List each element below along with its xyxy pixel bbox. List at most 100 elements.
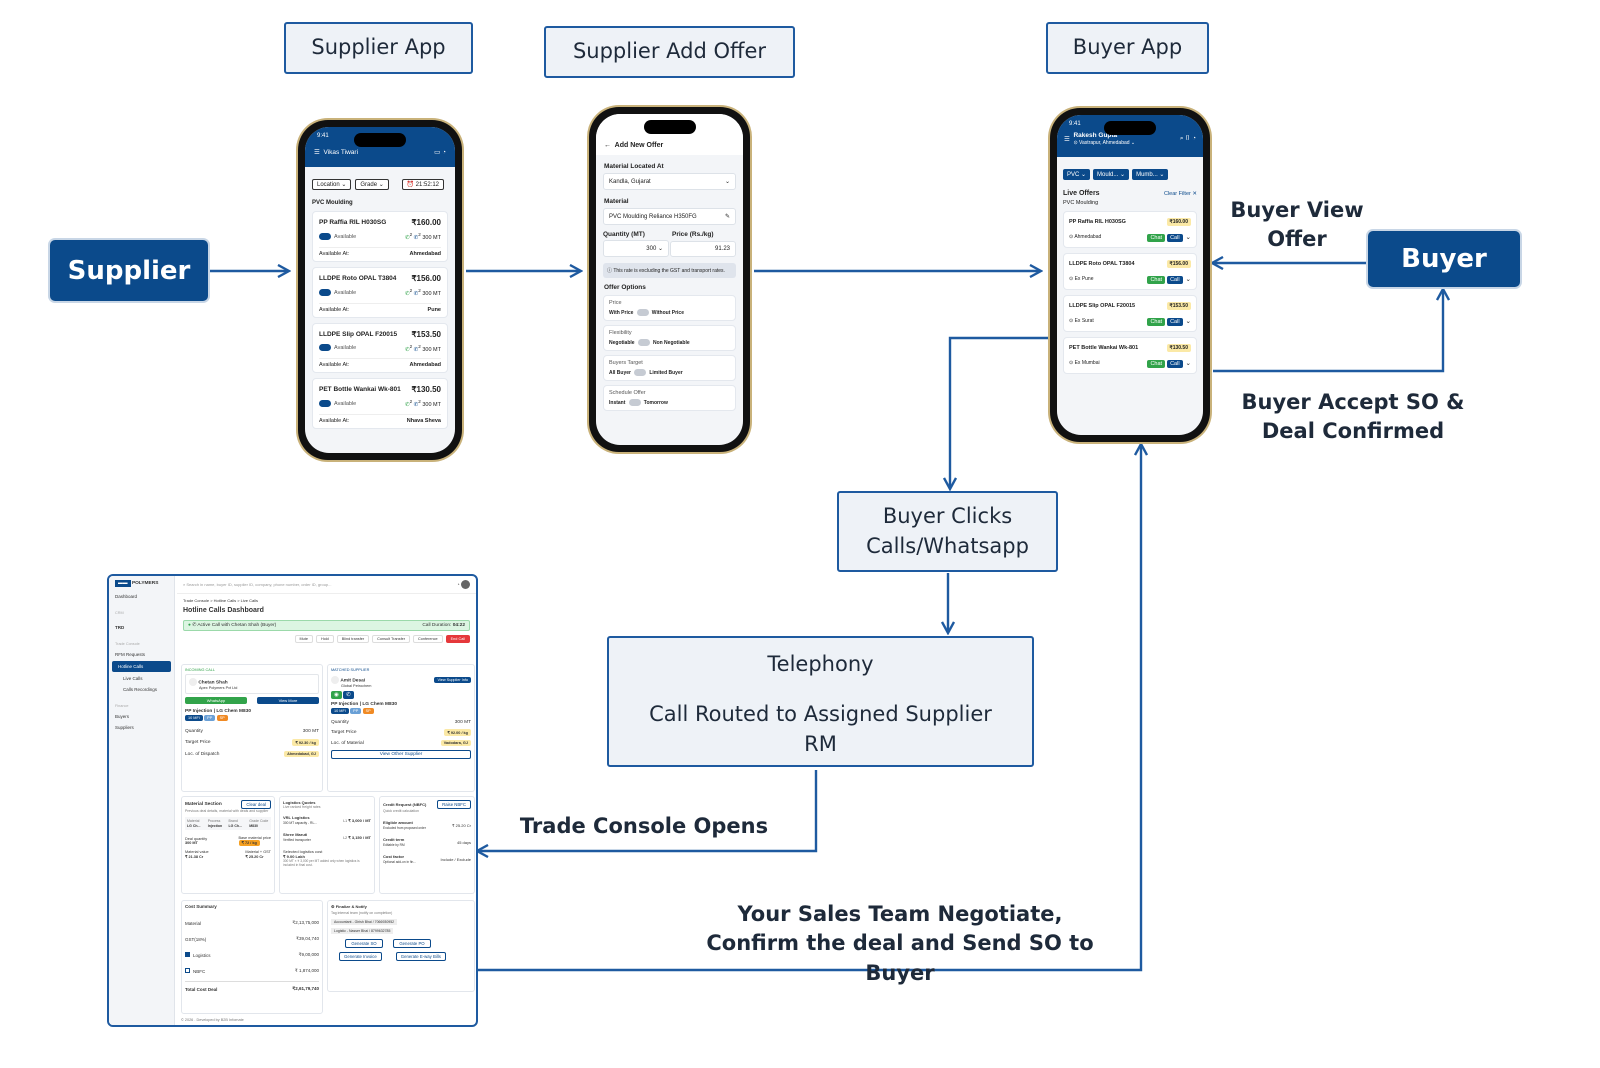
call-control-button[interactable]: Mute — [294, 635, 313, 643]
chip-moulding[interactable]: Mould... ⌄ — [1093, 169, 1130, 180]
tag: 10 MFI — [185, 715, 203, 721]
sidebar-item[interactable]: Suppliers — [115, 725, 134, 730]
clear-filter-link[interactable]: Clear Filter ✕ — [1164, 191, 1197, 197]
checkbox-checked[interactable] — [185, 952, 190, 957]
eligible-sub: Excluded from proposed order — [383, 826, 426, 830]
sidebar-item[interactable]: Calls Recordings — [123, 687, 158, 692]
team-tag[interactable]: Logistic - Nasser Bhai / 8799632785 — [331, 928, 394, 934]
generate-invoice-button[interactable]: Generate Invoice — [339, 952, 382, 961]
toggle-switch[interactable] — [319, 288, 331, 296]
chat-icon[interactable]: ▭ — [434, 149, 441, 156]
avatar[interactable] — [461, 580, 470, 589]
chevron-down-icon[interactable]: ⌄ — [1185, 318, 1191, 325]
search-icon[interactable]: ⌕ — [1179, 135, 1184, 142]
call-button[interactable]: Call — [1167, 318, 1183, 326]
option-toggle[interactable] — [634, 369, 647, 376]
sidebar-item[interactable]: Live Calls — [123, 676, 143, 681]
call-control-button[interactable]: Conference — [413, 635, 443, 643]
call-button[interactable]: Call — [1167, 234, 1183, 242]
material-located-select[interactable]: Kandla, Gujarat⌄ — [603, 173, 736, 190]
phone-icon: ✆ — [413, 346, 419, 353]
call-button[interactable]: Call — [1167, 276, 1183, 284]
edit-icon[interactable]: ✎ — [724, 214, 730, 220]
location-filter[interactable]: Location ⌄ — [312, 179, 352, 190]
chip-mumbai[interactable]: Mumb... ⌄ — [1132, 169, 1169, 180]
call-control-button[interactable]: Consult Transfer — [372, 635, 410, 643]
whatsapp-button[interactable]: WhatsApp — [185, 697, 247, 704]
checkbox[interactable] — [185, 968, 190, 973]
chevron-down-icon[interactable]: ⌄ — [1185, 234, 1191, 241]
offer-card[interactable]: PET Bottle Wankai Wk-801₹130.50⊙ Ex Mumb… — [1063, 337, 1197, 374]
option-toggle[interactable] — [636, 309, 649, 316]
call-icon[interactable]: ✆ — [343, 691, 354, 699]
material-input[interactable]: PVC Moulding Reliance H350FG✎ — [603, 208, 736, 225]
grade-filter[interactable]: Grade ⌄ — [355, 179, 389, 190]
chevron-down-icon[interactable]: ⌄ — [1185, 360, 1191, 367]
toggle-switch[interactable] — [319, 400, 331, 408]
chip-pvc[interactable]: PVC ⌄ — [1063, 169, 1091, 180]
view-more-button[interactable]: View More — [257, 697, 319, 704]
call-control-button[interactable]: End Call — [445, 635, 470, 643]
raise-nbfc-button[interactable]: Raise NBFC — [437, 800, 471, 809]
generate-so-button[interactable]: Generate SO — [345, 939, 383, 948]
logistics-title: Logistics Quotes — [283, 800, 316, 805]
call-label: Call — [1170, 319, 1180, 325]
sidebar-item[interactable]: Dashboard — [115, 594, 138, 599]
chat-button[interactable]: Chat — [1147, 234, 1166, 242]
whatsapp-icon[interactable]: ◉ — [331, 691, 342, 699]
sidebar-item[interactable]: RFM Requests — [115, 652, 146, 657]
live-dot-icon: ● — [188, 623, 191, 628]
menu-icon[interactable]: ☰ — [1064, 136, 1070, 143]
menu-icon[interactable]: ☰ — [314, 149, 320, 156]
call-control-button[interactable]: Blind transfer — [336, 635, 370, 643]
sidebar-item[interactable]: Buyers — [115, 714, 130, 719]
sidebar-item[interactable]: Finance — [115, 704, 129, 708]
option-toggle[interactable] — [637, 339, 650, 346]
sidebar-item[interactable]: Trade Console — [115, 642, 140, 646]
supplier-phone-screen: 9:41 ☰ Vikas Tiwari ▭ ◔ Location ⌄Grade … — [305, 127, 455, 453]
chevron-down-icon[interactable]: ⌄ — [1185, 276, 1191, 283]
toggle-switch[interactable] — [319, 344, 331, 352]
credit-title: Credit Request (NBFC) — [383, 802, 427, 807]
toggle-switch[interactable] — [319, 232, 331, 240]
listing-stats: ✆2 ✆2 300 MT — [405, 288, 441, 297]
quantity-input[interactable]: 300 ⌄ — [603, 240, 669, 257]
quantity-label: Quantity — [185, 729, 203, 734]
team-tag[interactable]: Accountant - Girish Bhai / 7066930952 — [331, 919, 398, 925]
view-supplier-button[interactable]: View Supplier Info — [434, 677, 471, 683]
global-search[interactable]: ⌕ Search in name, buyer ID, supplier ID,… — [183, 582, 332, 587]
bell-icon[interactable]: ◔ — [1192, 135, 1196, 142]
bell-icon[interactable]: ◔ — [456, 582, 460, 588]
chat-button[interactable]: Chat — [1147, 276, 1166, 284]
sidebar-item[interactable]: Hotline Calls — [112, 661, 171, 672]
generate-eway-button[interactable]: Generate E-way Bills — [395, 952, 446, 961]
product-name: PP Injection | LG Chem M830 — [185, 709, 252, 714]
eligible-value: ₹ 25.20 Cr — [452, 822, 471, 828]
call-button[interactable]: Call — [1167, 360, 1183, 368]
available-at: Available At:Pune — [319, 302, 441, 313]
option-toggle[interactable] — [628, 399, 641, 406]
price-input[interactable]: 91.23 — [670, 240, 736, 257]
credit-term-sub: Editable by RM — [383, 843, 405, 847]
clear-deal-button[interactable]: Clear deal — [241, 800, 271, 809]
chat-button[interactable]: Chat — [1147, 360, 1166, 368]
available-at-label: Available At: — [319, 306, 350, 313]
sidebar-item[interactable]: CRM — [115, 611, 124, 615]
bell-icon[interactable]: ◔ — [442, 149, 446, 156]
chat-button[interactable]: Chat — [1147, 318, 1166, 326]
generate-po-button[interactable]: Generate PO — [393, 939, 431, 948]
back-arrow-icon[interactable]: ← — [604, 142, 611, 149]
call-control-button[interactable]: Hold — [315, 635, 334, 643]
bookmark-icon[interactable]: ▯ — [1185, 135, 1191, 142]
option-toggle-row: Negotiable Non Negotiable — [609, 339, 730, 346]
view-other-supplier-button[interactable]: View Other Supplier — [331, 750, 471, 759]
sidebar-item[interactable]: TRD — [115, 625, 125, 630]
